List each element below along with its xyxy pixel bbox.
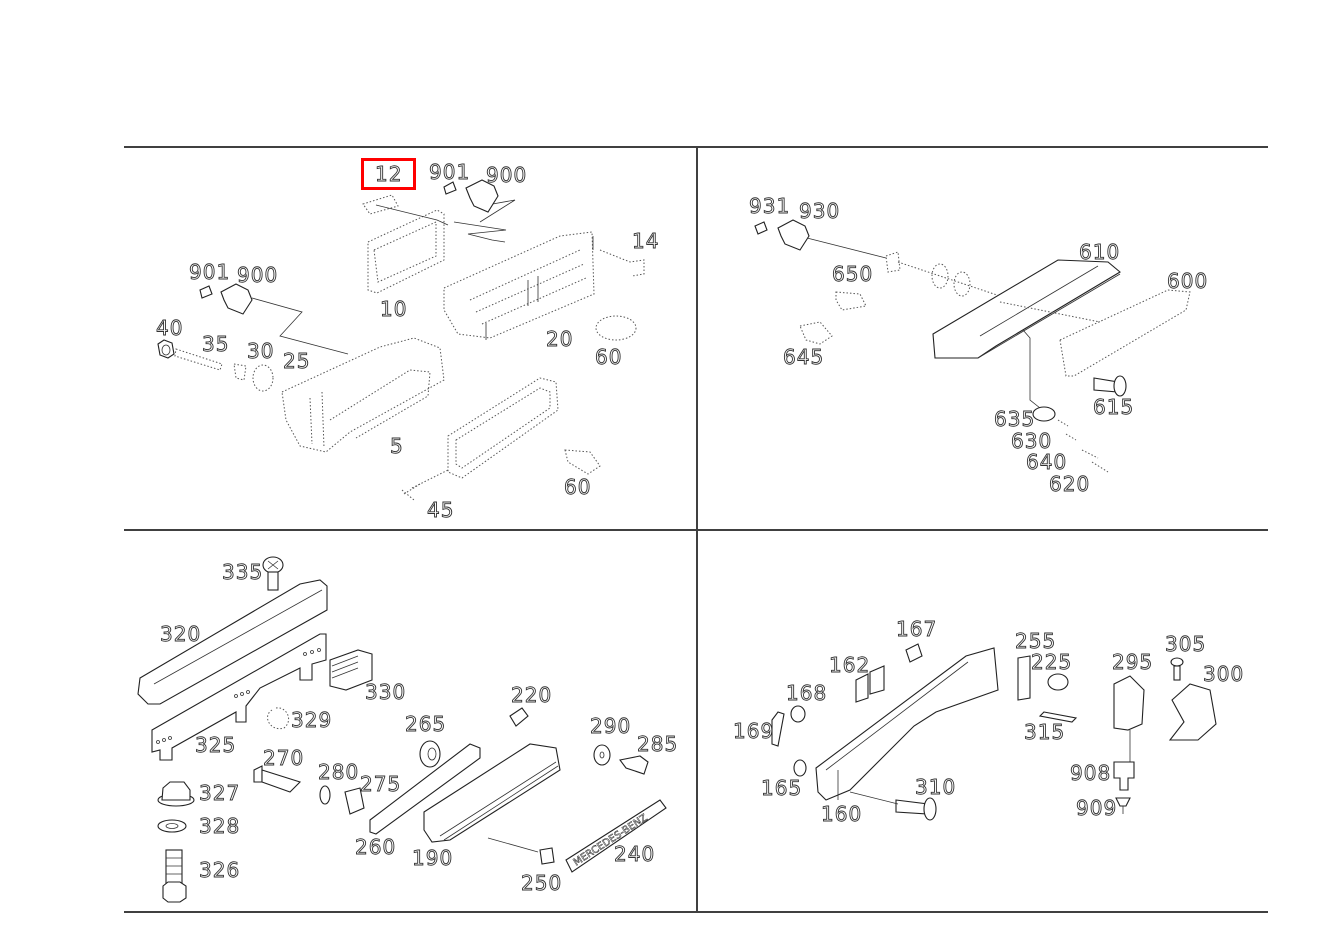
part-label-620[interactable]: 620: [1049, 472, 1091, 496]
part-label-290[interactable]: 290: [590, 714, 632, 738]
part-label-325[interactable]: 325: [195, 733, 237, 757]
part-label-5[interactable]: 5: [390, 434, 404, 458]
part-label-240[interactable]: 240: [614, 842, 656, 866]
part-label-190[interactable]: 190: [412, 846, 454, 870]
part-label-270[interactable]: 270: [263, 746, 305, 770]
part-label-635[interactable]: 635: [994, 407, 1036, 431]
part-label-310[interactable]: 310: [915, 775, 957, 799]
part-label-320[interactable]: 320: [160, 622, 202, 646]
part-label-265[interactable]: 265: [405, 712, 447, 736]
part-label-908[interactable]: 908: [1070, 761, 1112, 785]
part-label-900[interactable]: 900: [237, 263, 279, 287]
bottom-left-illustration: MERCEDES-BENZ: [137, 556, 667, 903]
part-label-225[interactable]: 225: [1031, 650, 1073, 674]
part-label-260[interactable]: 260: [355, 835, 397, 859]
part-label-615[interactable]: 615: [1093, 395, 1135, 419]
part-label-931[interactable]: 931: [749, 194, 791, 218]
part-label-315[interactable]: 315: [1024, 720, 1066, 744]
part-label-60[interactable]: 60: [564, 475, 592, 499]
part-label-335[interactable]: 335: [222, 560, 264, 584]
part-label-327[interactable]: 327: [199, 781, 241, 805]
part-label-600[interactable]: 600: [1167, 269, 1209, 293]
part-label-328[interactable]: 328: [199, 814, 241, 838]
part-label-930[interactable]: 930: [799, 199, 841, 223]
top-right-illustration: [754, 219, 1191, 473]
part-label-30[interactable]: 30: [247, 339, 275, 363]
part-label-326[interactable]: 326: [199, 858, 241, 882]
part-label-610[interactable]: 610: [1079, 240, 1121, 264]
part-label-25[interactable]: 25: [283, 349, 311, 373]
part-label-901[interactable]: 901: [189, 260, 231, 284]
part-label-35[interactable]: 35: [202, 332, 230, 356]
part-label-255[interactable]: 255: [1015, 629, 1057, 653]
part-label-285[interactable]: 285: [637, 732, 679, 756]
part-label-305[interactable]: 305: [1165, 632, 1207, 656]
bottom-right-illustration: [771, 643, 1217, 821]
part-label-168[interactable]: 168: [786, 681, 828, 705]
part-label-250[interactable]: 250: [521, 871, 563, 895]
top-left-illustration: [157, 179, 645, 501]
part-label-12[interactable]: 12: [375, 162, 403, 186]
part-label-329[interactable]: 329: [291, 708, 333, 732]
part-label-900[interactable]: 900: [486, 163, 528, 187]
part-label-909[interactable]: 909: [1076, 796, 1118, 820]
part-label-162[interactable]: 162: [829, 653, 871, 677]
part-label-645[interactable]: 645: [783, 345, 825, 369]
part-label-169[interactable]: 169: [733, 719, 775, 743]
part-label-280[interactable]: 280: [318, 760, 360, 784]
highlighted-part-box[interactable]: [361, 158, 416, 190]
part-label-630[interactable]: 630: [1011, 429, 1053, 453]
part-label-10[interactable]: 10: [380, 297, 408, 321]
part-label-20[interactable]: 20: [546, 327, 574, 351]
part-label-40[interactable]: 40: [156, 316, 184, 340]
part-label-167[interactable]: 167: [896, 617, 938, 641]
part-label-275[interactable]: 275: [360, 772, 402, 796]
part-label-45[interactable]: 45: [427, 498, 455, 522]
part-label-330[interactable]: 330: [365, 680, 407, 704]
part-label-14[interactable]: 14: [632, 229, 660, 253]
part-label-295[interactable]: 295: [1112, 650, 1154, 674]
part-label-300[interactable]: 300: [1203, 662, 1245, 686]
part-label-901[interactable]: 901: [429, 160, 471, 184]
part-label-650[interactable]: 650: [832, 262, 874, 286]
part-label-220[interactable]: 220: [511, 683, 553, 707]
part-label-640[interactable]: 640: [1026, 450, 1068, 474]
part-label-60[interactable]: 60: [595, 345, 623, 369]
vertical-divider: [696, 147, 698, 913]
part-label-165[interactable]: 165: [761, 776, 803, 800]
part-label-160[interactable]: 160: [821, 802, 863, 826]
